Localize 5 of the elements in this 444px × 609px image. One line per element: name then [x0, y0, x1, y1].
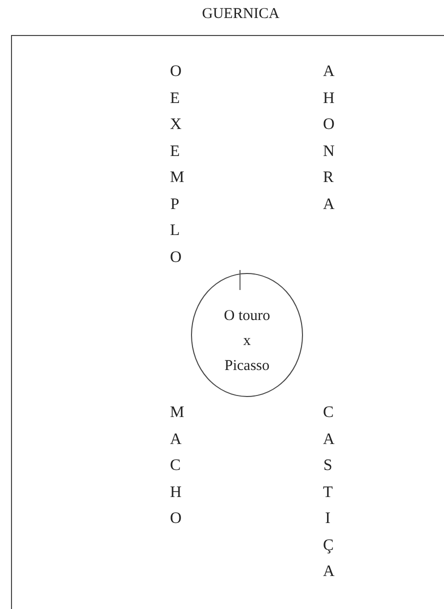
circle-text: O touro x Picasso: [222, 307, 272, 376]
title: GUERNICA: [202, 6, 280, 23]
circle-node: [191, 273, 303, 397]
vertical-word: AHONRA: [323, 62, 333, 214]
vertical-word: CASTIÇA: [323, 403, 333, 582]
